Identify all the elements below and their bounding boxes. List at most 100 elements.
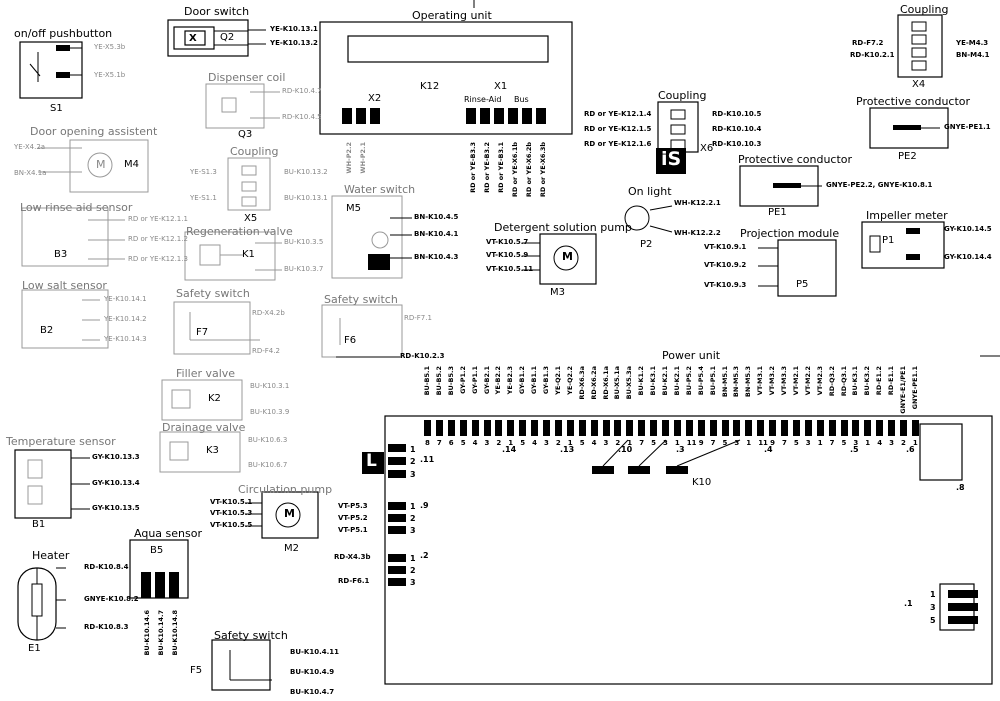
power-top-pin-bar (816, 420, 824, 436)
circ-wire-2: VT-K10.5.3 (210, 509, 253, 517)
door-assist-wire-2: BN-X4.1a (14, 169, 47, 177)
low-rinse-wire-2: RD or YE-K12.1.2 (128, 235, 188, 243)
power-top-wire: BN-M5.3 (744, 366, 753, 398)
power-top-pin-bar (578, 420, 586, 436)
low-salt-wire-1: YE-K10.14.1 (104, 295, 147, 303)
door-switch-wire-1: YE-K10.13.1 (270, 25, 318, 33)
power-top-wire: BU-K3.1 (851, 366, 860, 396)
power-top-wire: BU-K3.2 (863, 366, 872, 396)
c1-pin-1: 1 (930, 590, 936, 599)
heater-designator: E1 (28, 643, 41, 654)
power-top-wire: VT-M2.3 (815, 366, 824, 396)
power-top-pin-number: 5 (579, 439, 585, 447)
power-conn-6: .6 (906, 445, 915, 454)
power-top-pin-bar (495, 420, 503, 436)
power-conn-9: .9 (420, 501, 429, 510)
power-top-pin-number: 11 (758, 439, 768, 447)
power-top-pin-bar (519, 420, 527, 436)
power-top-pin-bar (864, 420, 872, 436)
projection-wire-3: VT-K10.9.3 (704, 281, 747, 289)
power-top-wire: BU-B5.1 (423, 366, 431, 396)
heater-title: Heater (32, 549, 70, 562)
power-top-wire: RD-Q3.2 (827, 366, 836, 397)
power-top-pin-bar (852, 420, 860, 436)
c2-wire-1: RD-X4.3b (334, 553, 371, 561)
power-top-wire: BU-K1.2 (637, 366, 646, 396)
temp-wire-3: GY-K10.13.5 (92, 504, 140, 512)
power-top-wire: BN-M5.1 (720, 366, 729, 398)
power-top-pin-bar (804, 420, 812, 436)
filler-wire-1: BU-K10.3.1 (250, 382, 290, 390)
safety-f7-designator: F7 (196, 327, 209, 338)
aqua-title: Aqua sensor (134, 527, 202, 540)
power-top-pin-number: 1 (746, 439, 752, 447)
power-top-wire: YE-Q2.2 (565, 366, 574, 395)
power-top-pin-bar (650, 420, 658, 436)
power-top-wire: VT-M2.1 (791, 366, 800, 396)
power-top-pin-bar (757, 420, 765, 436)
drainage-wire-1: BU-K10.6.3 (248, 436, 288, 444)
low-rinse-title: Low rinse aid sensor (20, 201, 133, 214)
power-top-pin-number: 1 (674, 439, 680, 447)
power-top-pin-bar (721, 420, 729, 436)
filler-title: Filler valve (176, 367, 236, 380)
c11-pin-2: 2 (410, 457, 416, 466)
operating-x2-label: X2 (368, 93, 382, 104)
c1-pin-5: 5 (930, 616, 936, 625)
coupling-x4-right-1: YE-M4.3 (956, 39, 989, 47)
power-top-wire: GY-B1.1 (530, 366, 539, 395)
power-top-pin-bar (566, 420, 574, 436)
power-top-pin-number: 3 (484, 439, 490, 447)
c2-pin-1: 1 (410, 554, 416, 563)
regen-wire-2: BU-K10.3.7 (284, 265, 324, 273)
low-salt-wire-3: YE-K10.14.3 (104, 335, 147, 343)
safety-f7-wire-2: RD-F4.2 (252, 347, 280, 355)
power-conn-5: .5 (850, 445, 859, 454)
power-top-pin-bar (638, 420, 646, 436)
door-switch-symbol: X (189, 33, 197, 44)
safety-f6-wire-2: RD-K10.2.3 (400, 352, 445, 360)
power-top-pin-number: 5 (651, 439, 656, 447)
coupling-x4-designator: X4 (912, 79, 926, 90)
safety-f5-wire-3: BU-K10.4.7 (290, 688, 335, 696)
power-top-wire: RD-X6.2a (589, 366, 598, 400)
impeller-wire-2: GY-K10.14.4 (944, 253, 992, 261)
circ-title: Circulation pump (238, 483, 333, 496)
operating-bus-wire-1: RD or YE-X6.1b (511, 142, 519, 198)
power-top-wire: VT-M3.2 (768, 366, 777, 396)
low-salt-designator: B2 (40, 325, 54, 336)
power-top-pin-number: 1 (912, 439, 918, 447)
detergent-wire-2: VT-K10.5.9 (486, 251, 529, 259)
power-conn-13: .13 (560, 445, 575, 454)
power-top-pin-number: 3 (663, 439, 668, 447)
low-rinse-designator: B3 (54, 249, 68, 260)
heater-wire-3: RD-K10.8.3 (84, 623, 129, 631)
door-switch-designator: Q2 (220, 32, 235, 43)
filler-wire-2: BU-K10.3.9 (250, 408, 290, 416)
power-top-wire: GY-P1.1 (470, 366, 479, 394)
water-switch-title: Water switch (344, 183, 416, 196)
power-top-pin-bar (828, 420, 836, 436)
power-top-pin-bar (590, 420, 598, 436)
heater-wire-2: GNYE-K10.8.2 (84, 595, 139, 603)
power-top-pin-bar (840, 420, 848, 436)
c9-pin-1: 1 (410, 502, 416, 511)
power-top-wire: GY-P1.2 (458, 366, 467, 394)
power-top-pin-bar (911, 420, 919, 436)
onlight-wire-2: WH-K12.2.2 (674, 229, 721, 237)
onlight-wire-1: WH-K12.2.1 (674, 199, 721, 207)
power-top-wire: BU-K2.1 (672, 366, 681, 396)
detergent-motor-symbol: M (562, 250, 573, 263)
power-top-pin-number: 3 (889, 439, 894, 447)
power-top-wire: RD-Q3.1 (839, 366, 848, 397)
low-rinse-wire-3: RD or YE-K12.1.3 (128, 255, 188, 263)
pe2-designator: PE2 (898, 151, 917, 162)
detergent-title: Detergent solution pump (494, 221, 632, 234)
power-top-wire: BU-K3.1 (649, 366, 658, 396)
power-top-pin-number: 3 (734, 439, 740, 447)
coupling-x5-left-1: YE-S1.3 (190, 168, 217, 176)
coupling-x4-left-2: RD-K10.2.1 (850, 51, 895, 59)
projection-wire-2: VT-K10.9.2 (704, 261, 747, 269)
coupling-x5-right-2: BU-K10.13.1 (284, 194, 328, 202)
